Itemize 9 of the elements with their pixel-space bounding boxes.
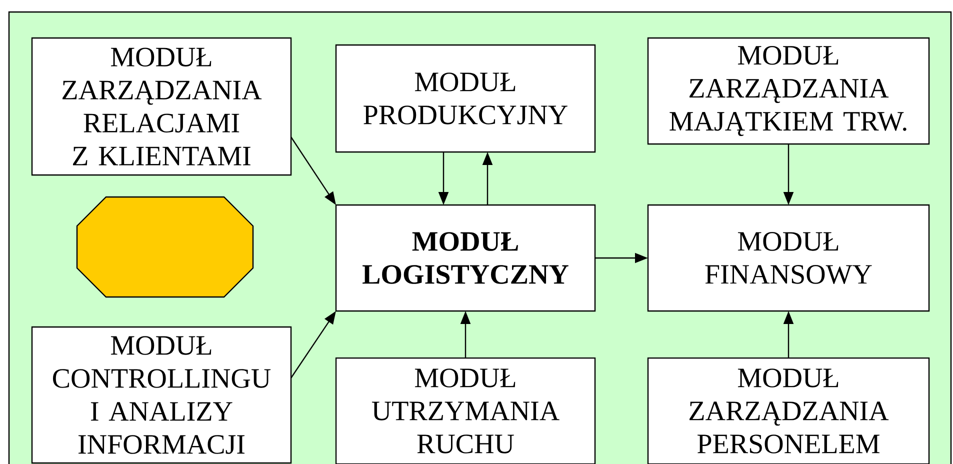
module-box: MODUŁ LOGISTYCZNY xyxy=(335,204,596,312)
module-box: MODUŁ FINANSOWY xyxy=(647,204,930,312)
module-box: MODUŁ ZARZĄDZANIA MAJĄTKIEM TRW. xyxy=(647,37,930,145)
module-box: MODUŁ ZARZĄDZANIA PERSONELEM xyxy=(647,357,930,464)
module-box: MODUŁ CONTROLLINGU I ANALIZY INFORMACJI xyxy=(31,326,292,464)
module-box: MODUŁ UTRZYMANIA RUCHU xyxy=(335,357,596,464)
module-box: MODUŁ ZARZĄDZANIA RELACJAMI Z KLIENTAMI xyxy=(31,37,292,176)
octagon-shape xyxy=(76,196,254,298)
module-box: MODUŁ PRODUKCYJNY xyxy=(335,44,596,153)
